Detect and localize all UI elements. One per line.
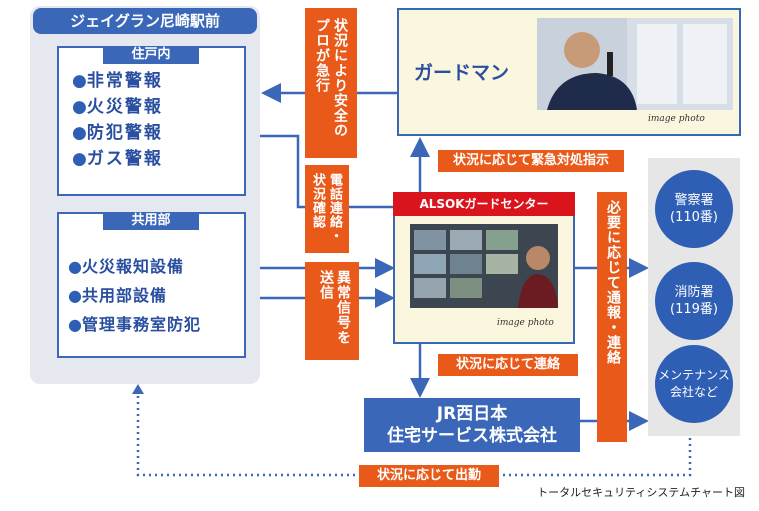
guardman-photo-caption: image photo	[648, 114, 705, 124]
center-photo-image	[410, 224, 558, 308]
guardman-photo-image	[537, 18, 733, 110]
building-title: ジェイグラン尼崎駅前	[33, 8, 257, 34]
list-item: ●管理事務室防犯	[68, 315, 201, 334]
police-circle: 警察署(110番)	[655, 170, 733, 248]
list-item: ●防犯警報	[72, 123, 163, 143]
dispatch-label: 状況に応じて出勤	[359, 465, 499, 487]
common-facility-list: ●火災報知設備 ●共用部設備 ●管理事務室防犯	[68, 252, 201, 339]
guard-center-title: ALSOKガードセンター	[393, 192, 575, 216]
list-item: ●非常警報	[72, 71, 163, 91]
center-photo-caption: image photo	[497, 318, 554, 328]
pro-rush-label: 状況により安全のプロが急行	[305, 8, 357, 158]
report-contact-label: 必要に応じて通報・連絡	[597, 192, 627, 442]
center-photo	[410, 224, 558, 308]
list-item: ●火災報知設備	[68, 257, 184, 276]
contact-label: 状況に応じて連絡	[438, 354, 578, 376]
private-alarm-list: ●非常警報 ●火災警報 ●防犯警報 ●ガス警報	[72, 68, 163, 172]
list-item: ●ガス警報	[72, 149, 163, 169]
common-zone	[57, 212, 246, 358]
list-item: ●火災警報	[72, 97, 163, 117]
chart-caption: トータルセキュリティシステムチャート図	[537, 486, 745, 499]
guardman-label: ガードマン	[414, 62, 510, 84]
jr-company-box: JR西日本 住宅サービス株式会社	[364, 398, 580, 452]
jr-company-line2: 住宅サービス株式会社	[387, 426, 557, 446]
maintenance-circle: メンテナンス会社など	[655, 345, 733, 423]
private-zone	[57, 46, 246, 196]
list-item: ●共用部設備	[68, 286, 167, 305]
alarm-send-label: 異常信号を送信	[305, 262, 359, 360]
phone-check-label: 電話連絡・状況確認	[305, 165, 349, 253]
jr-company-line1: JR西日本	[436, 404, 508, 424]
fire-dept-circle: 消防署(119番)	[655, 262, 733, 340]
guardman-photo	[537, 18, 733, 110]
private-zone-label: 住戸内	[103, 46, 199, 64]
common-zone-label: 共用部	[103, 212, 199, 230]
emergency-instruction-label: 状況に応じて緊急対処指示	[438, 150, 624, 172]
